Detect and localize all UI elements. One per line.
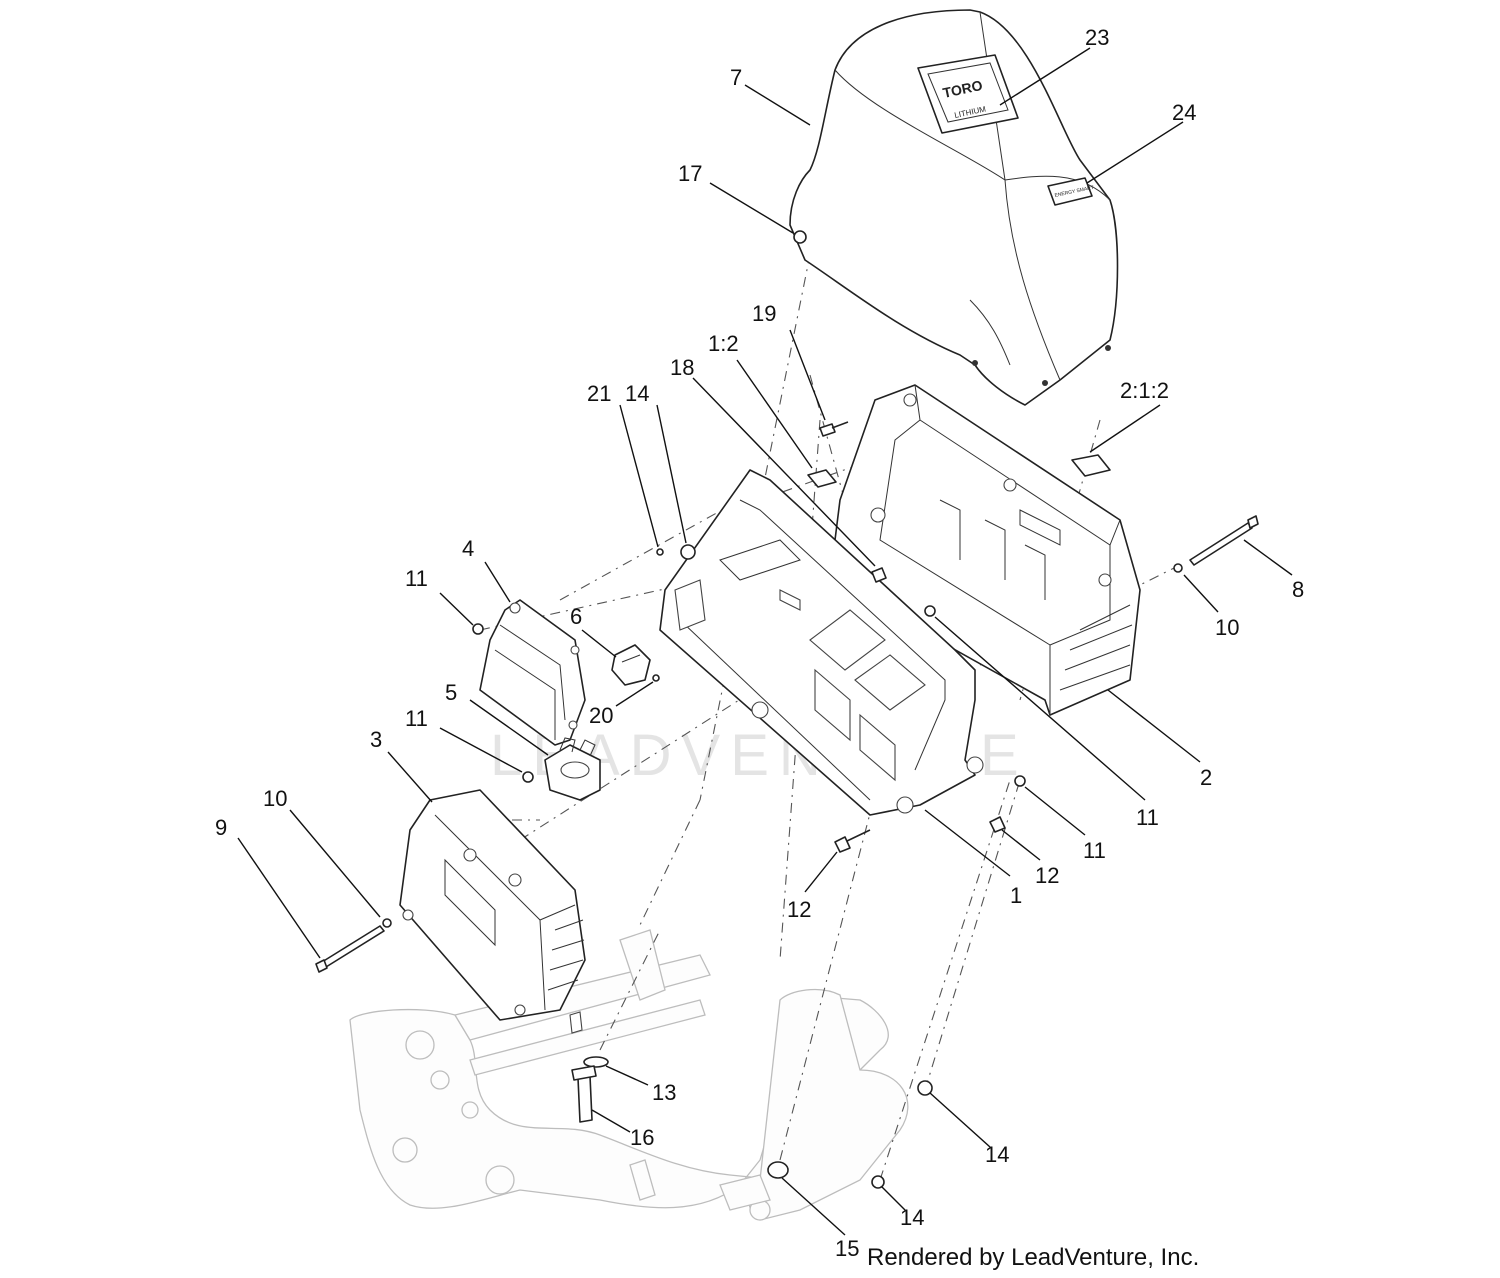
bushing-15 bbox=[767, 1161, 789, 1179]
callout-8: 8 bbox=[1292, 577, 1304, 602]
bolt-19 bbox=[819, 421, 849, 437]
callout-12-b: 12 bbox=[787, 897, 811, 922]
nut-11-d bbox=[1014, 775, 1026, 787]
pin-21 bbox=[656, 548, 664, 556]
bolt-16 bbox=[577, 1075, 593, 1123]
render-credit: Rendered by LeadVenture, Inc. bbox=[867, 1244, 1199, 1271]
bolt-12-a bbox=[834, 829, 871, 853]
callout-9: 9 bbox=[215, 815, 227, 840]
bolt-18 bbox=[871, 567, 887, 583]
battery-cover: TORO LITHIUM ENERGY SMART bbox=[789, 9, 1119, 406]
toro-lithium-decal: TORO LITHIUM bbox=[917, 54, 1019, 134]
leader-lines bbox=[237, 47, 1293, 1236]
callout-1: 1 bbox=[1010, 883, 1022, 908]
hardware bbox=[315, 230, 1259, 1189]
bolt-12-b bbox=[989, 816, 1006, 833]
nut-14-top bbox=[680, 544, 696, 560]
nut-17 bbox=[793, 230, 807, 244]
callout-7: 7 bbox=[730, 65, 742, 90]
callout-16: 16 bbox=[630, 1125, 654, 1150]
screw-20 bbox=[652, 674, 660, 682]
mower-frame bbox=[349, 929, 909, 1221]
callout-3: 3 bbox=[370, 727, 382, 752]
motor-controller bbox=[399, 789, 586, 1021]
callout-4: 4 bbox=[462, 536, 474, 561]
callout-13: 13 bbox=[652, 1080, 676, 1105]
washer-10-right bbox=[1173, 563, 1183, 573]
callout-18: 18 bbox=[670, 355, 694, 380]
callout-15: 15 bbox=[835, 1236, 859, 1261]
callout-14-right: 14 bbox=[985, 1142, 1009, 1167]
callout-5: 5 bbox=[445, 680, 457, 705]
callout-14-bottom: 14 bbox=[900, 1205, 924, 1230]
nut-14-right bbox=[917, 1080, 933, 1096]
callouts: 23 24 7 17 19 1:2 18 21 14 2:1:2 4 11 6 … bbox=[215, 25, 1304, 1261]
nut-11-b bbox=[522, 771, 534, 783]
callout-11-d: 11 bbox=[1083, 838, 1106, 863]
callout-11-c: 11 bbox=[1136, 805, 1159, 830]
bolt-9 bbox=[321, 925, 385, 968]
callout-20: 20 bbox=[589, 703, 613, 728]
solenoid bbox=[544, 737, 601, 801]
callout-17: 17 bbox=[678, 161, 702, 186]
washer-10-left bbox=[382, 918, 392, 928]
callout-2: 2 bbox=[1200, 765, 1212, 790]
nut-11-a bbox=[472, 623, 484, 635]
energy-smart-decal: ENERGY SMART bbox=[1047, 177, 1094, 206]
callout-11-a: 11 bbox=[405, 566, 428, 591]
mounting-plate bbox=[659, 469, 984, 816]
pad-2-1-2 bbox=[1071, 454, 1111, 477]
bolt-8 bbox=[1189, 522, 1253, 566]
callout-10-left: 10 bbox=[263, 786, 287, 811]
callout-2-1-2: 2:1:2 bbox=[1120, 378, 1169, 403]
switch bbox=[611, 644, 651, 686]
controller-module bbox=[479, 599, 586, 746]
callout-10-right: 10 bbox=[1215, 615, 1239, 640]
callout-1-2: 1:2 bbox=[708, 331, 739, 356]
callout-14-top: 14 bbox=[625, 381, 649, 406]
callout-12-a: 12 bbox=[1035, 863, 1059, 888]
washer-13 bbox=[583, 1056, 609, 1068]
callout-21: 21 bbox=[587, 381, 611, 406]
nut-11-c bbox=[924, 605, 936, 617]
pad-1-2 bbox=[807, 469, 837, 488]
callout-6: 6 bbox=[570, 604, 582, 629]
nut-14-bottom bbox=[871, 1175, 885, 1189]
callout-19: 19 bbox=[752, 301, 776, 326]
callout-24: 24 bbox=[1172, 100, 1196, 125]
callout-11-b: 11 bbox=[405, 706, 428, 731]
callout-23: 23 bbox=[1085, 25, 1109, 50]
